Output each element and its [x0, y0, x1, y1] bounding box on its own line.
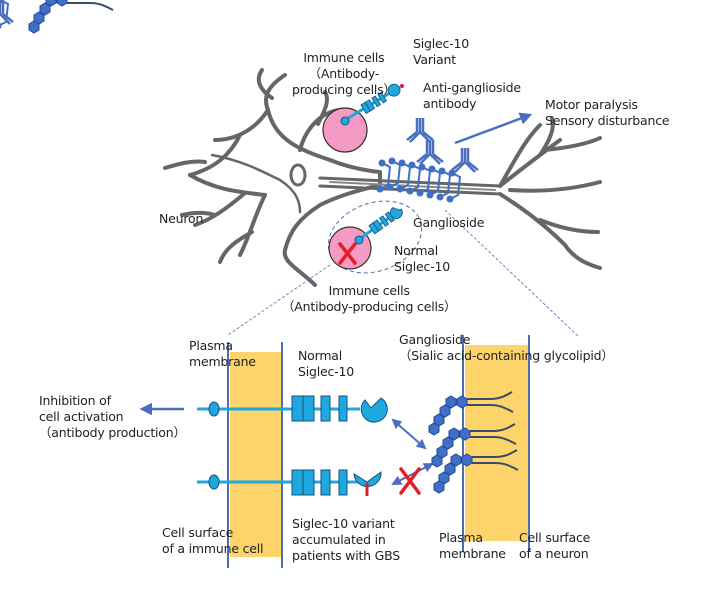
label-plasma-membrane-left: Plasma membrane — [189, 338, 256, 369]
immune-cell-normal-cross — [338, 242, 357, 265]
siglec10-variant-top — [340, 83, 404, 126]
label-neuron: Neuron — [159, 211, 204, 226]
siglec10-normal-bottom — [197, 395, 388, 423]
siglec10-variant-bottom — [197, 469, 382, 496]
label-symptoms: Motor paralysis Sensory disturbance — [545, 97, 670, 128]
label-normal-siglec10-bottom: Normal Siglec-10 — [298, 348, 354, 379]
binding-arrow-normal — [391, 418, 427, 450]
label-immune-cells-normal: Immune cells （Antibody-producing cells） — [282, 283, 457, 314]
label-inhibition: Inhibition of cell activation （antibody … — [39, 393, 186, 440]
neuron — [163, 68, 602, 287]
membrane-gangliosides — [28, 0, 519, 494]
label-cell-surface-immune: Cell surface of a immune cell — [162, 525, 264, 556]
label-ganglioside-bottom: Ganglioside （Sialic acid-containing glyc… — [399, 332, 614, 363]
label-normal-siglec10-top: Normal Siglec-10 — [394, 243, 450, 274]
immune-cell-membrane — [230, 352, 282, 557]
neuron-soma — [266, 108, 382, 287]
no-binding-cross — [399, 467, 421, 495]
zoom-line-right — [444, 209, 579, 337]
label-immune-cells-variant: Immune cells （Antibody- producing cells） — [292, 50, 396, 97]
label-anti-ganglioside-antibody: Anti-ganglioside antibody — [423, 80, 521, 111]
axon-gangliosides — [0, 0, 461, 203]
label-plasma-membrane-right: Plasma membrane — [439, 530, 506, 561]
neuron-membrane — [465, 345, 530, 541]
siglec10-normal-top — [354, 207, 403, 245]
neuron-nucleus — [289, 163, 307, 187]
anti-ganglioside-antibodies — [0, 0, 480, 174]
label-siglec10-variant: Siglec-10 Variant — [413, 36, 469, 67]
label-ganglioside-top: Ganglioside — [413, 215, 485, 230]
neuron-axon — [318, 176, 502, 188]
binding-arrow-variant — [391, 463, 434, 485]
immune-cell-variant — [322, 107, 368, 153]
label-cell-surface-neuron: Cell surface of a neuron — [519, 530, 591, 561]
symptoms-arrow — [454, 112, 533, 145]
zoom-line-left — [227, 264, 331, 336]
label-siglec10-variant-note: Siglec-10 variant accumulated in patient… — [292, 516, 401, 563]
